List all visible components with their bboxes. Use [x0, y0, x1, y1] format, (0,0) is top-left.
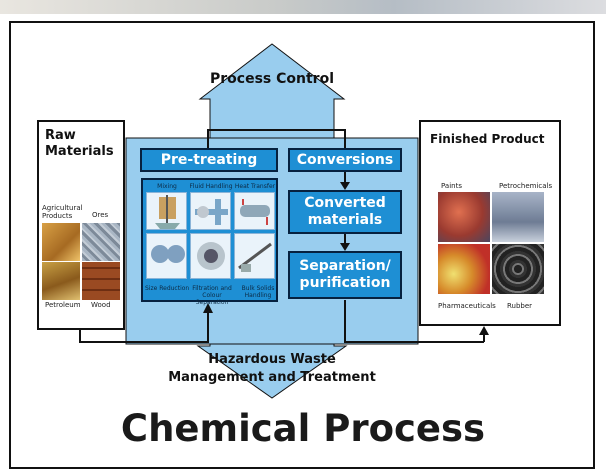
- wood-label: Wood: [91, 301, 111, 309]
- petrochemicals-label: Petrochemicals: [499, 182, 553, 190]
- paints-photo: [438, 192, 490, 242]
- hazardous-waste-label: Hazardous Waste Management and Treatment: [150, 351, 394, 387]
- converted-materials-box: Converted materials: [288, 190, 402, 234]
- rubber-label: Rubber: [507, 302, 533, 310]
- petroleum-photo: [42, 262, 80, 300]
- separation-to-product-line: [344, 300, 484, 343]
- pretreating-equipment-grid: Mixing Fluid Handling Heat Transfer Size…: [141, 178, 278, 306]
- separation-purification-box: Separation/ purification: [288, 251, 402, 299]
- agricultural-products-photo: [42, 223, 80, 261]
- filter-icon: [190, 233, 231, 279]
- heat-exchanger-icon: [234, 192, 275, 230]
- converted-line-2: materials: [307, 212, 383, 228]
- bulk-solids-label: Bulk Solids Handling: [241, 285, 275, 299]
- filtration-label: Filtration and Colour Separation: [192, 285, 232, 306]
- wood-photo: [82, 262, 120, 300]
- mixing-label: Mixing: [157, 183, 177, 190]
- ores-label: Ores: [92, 211, 109, 219]
- pharmaceuticals-photo: [438, 244, 490, 294]
- top-banner-strip: [0, 0, 606, 14]
- mill-icon: [146, 233, 187, 279]
- raw-to-pretreat-line: [79, 312, 209, 343]
- separation-line-1: Separation/: [299, 258, 391, 274]
- separation-line-2: purification: [299, 275, 391, 291]
- fluid-handling-label: Fluid Handling: [189, 183, 233, 190]
- ores-photo: [82, 223, 120, 261]
- conversions-box: Conversions: [288, 148, 402, 172]
- raw-heading-line-1: Raw: [45, 128, 76, 143]
- pretreating-box: Pre-treating: [140, 148, 278, 172]
- mixer-icon: [146, 192, 187, 230]
- hazardous-waste-line-2: Management and Treatment: [168, 370, 376, 385]
- pump-icon: [190, 192, 231, 230]
- heat-transfer-label: Heat Transfer: [234, 183, 276, 190]
- size-reduction-label: Size Reduction: [145, 285, 190, 292]
- pharmaceuticals-label: Pharmaceuticals: [438, 302, 496, 310]
- agricultural-products-label: Agricultural Products: [42, 204, 83, 220]
- paints-label: Paints: [441, 182, 462, 190]
- conveyor-icon: [234, 233, 275, 279]
- raw-heading-line-2: Materials: [45, 144, 114, 159]
- petrochemicals-photo: [492, 192, 544, 242]
- finished-product-panel: Finished Product Paints Petrochemicals P…: [419, 120, 561, 326]
- rubber-photo: [492, 244, 544, 294]
- petroleum-label: Petroleum: [45, 301, 81, 309]
- raw-materials-panel: Raw Materials Agricultural Products Ores…: [37, 120, 125, 330]
- hazardous-waste-line-1: Hazardous Waste: [208, 352, 336, 367]
- finished-product-heading: Finished Product: [430, 132, 545, 146]
- feedback-line: [207, 129, 346, 148]
- diagram-title: Chemical Process: [120, 407, 486, 450]
- converted-line-1: Converted: [304, 195, 386, 211]
- process-control-label: Process Control: [210, 71, 334, 87]
- raw-materials-heading: Raw Materials: [45, 128, 114, 160]
